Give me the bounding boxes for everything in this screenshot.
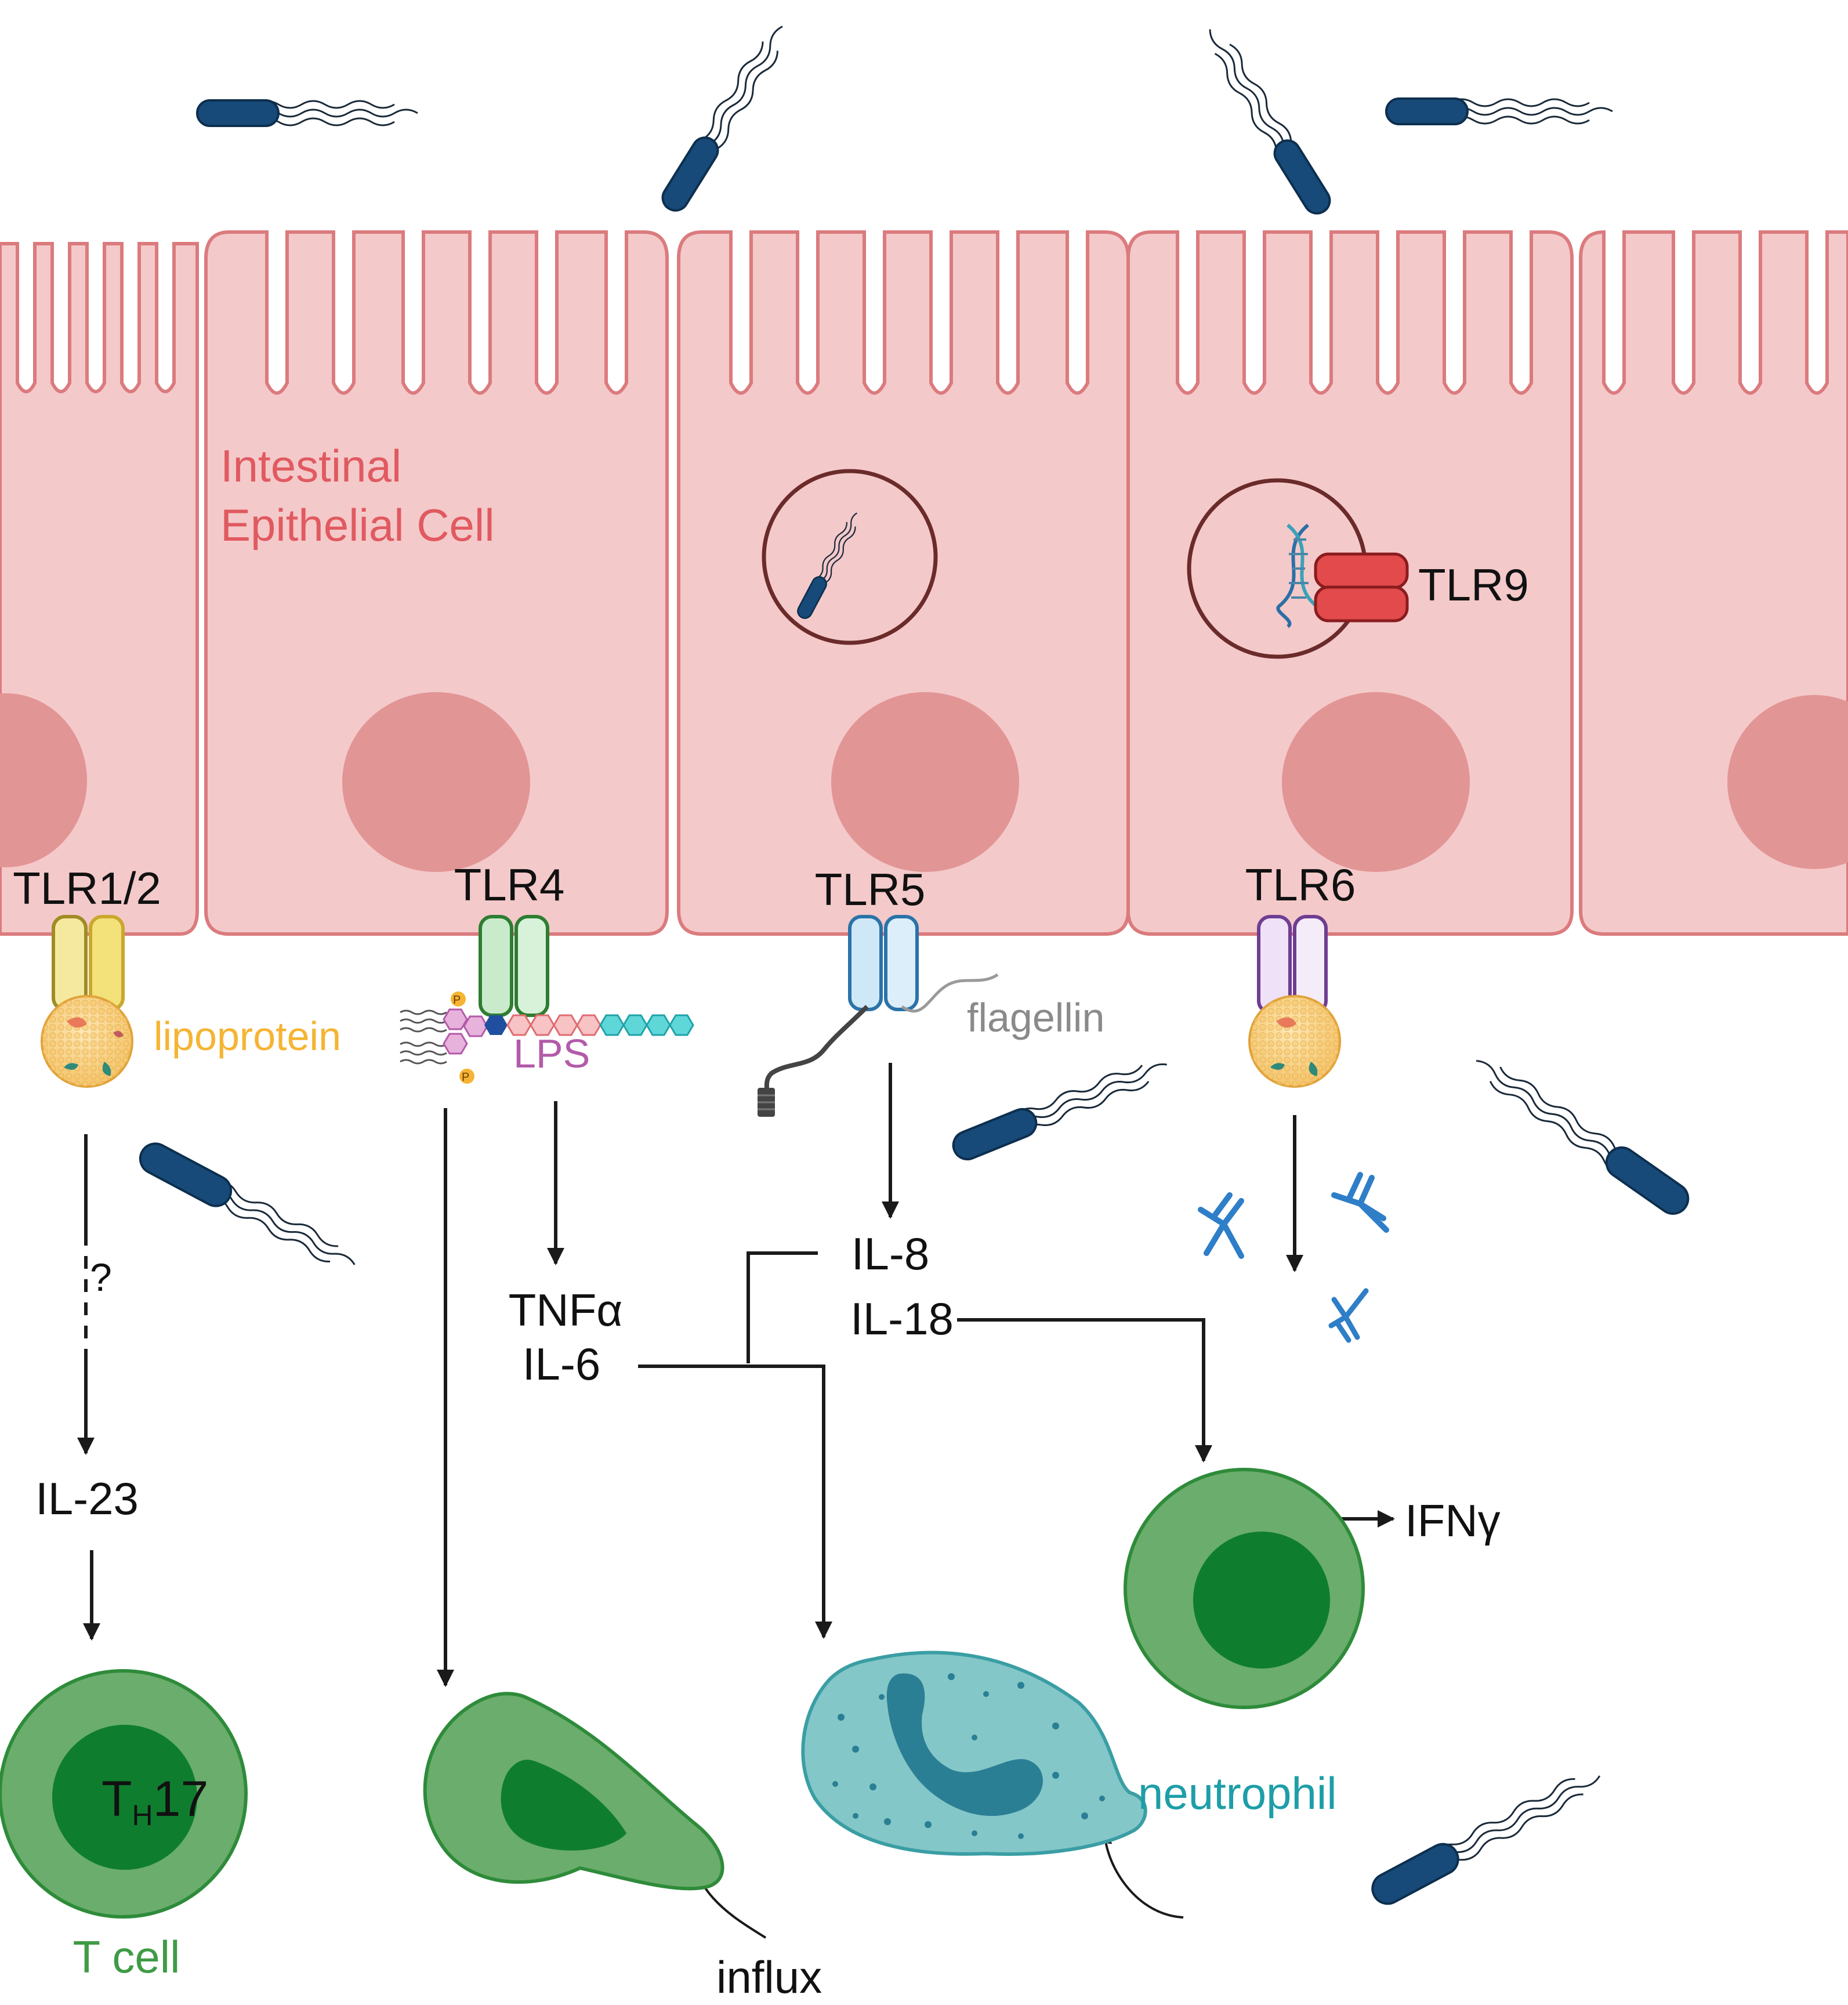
cell-nuclei: [0, 692, 1848, 872]
ifng-label: IFNγ: [1405, 1495, 1501, 1546]
bacterium-icon: [661, 26, 783, 212]
bacterium-icon: [139, 1142, 356, 1265]
nucleus: [342, 692, 530, 872]
lipoprotein-label: lipoprotein: [154, 1014, 341, 1059]
nucleus: [0, 693, 87, 867]
antibody-icon: [1328, 1288, 1369, 1343]
epithelial-layer: [0, 230, 1848, 936]
th17-label: TH17: [102, 1771, 208, 1832]
flagellin-molecule: [758, 973, 999, 1117]
lipoprotein-icon: [41, 995, 133, 1088]
bacterium-icon: [1476, 1060, 1690, 1215]
bacterium-icon: [797, 512, 858, 619]
cell-title-line2: Epithelial Cell: [220, 500, 495, 551]
tlr9-label: TLR9: [1418, 559, 1529, 610]
tlr4-label: TLR4: [454, 859, 565, 910]
epithelial-cell-2: [204, 230, 669, 936]
antibody-icon: [1198, 1192, 1244, 1259]
influx-label: influx: [716, 1952, 822, 2003]
bacterium-icon: [1209, 29, 1331, 215]
phosphate-label: P: [453, 994, 461, 1007]
tlr6-label: TLR6: [1245, 859, 1356, 910]
il23-label: IL-23: [35, 1473, 139, 1524]
il6-label: IL-6: [523, 1338, 600, 1389]
nucleus: [1727, 695, 1848, 869]
phosphate-label: P: [462, 1071, 469, 1084]
neutrophil-label: neutrophil: [1138, 1768, 1337, 1819]
antibody-icon: [1331, 1172, 1389, 1233]
bacterium-icon: [1371, 1775, 1601, 1905]
bacterium-icon: [196, 99, 418, 127]
neutrophil-cell: [801, 1651, 1147, 1856]
tlr5-receptor: [848, 915, 919, 1011]
dna-icon: [1276, 523, 1318, 628]
tlr12-receptor: [52, 915, 125, 1011]
nucleus: [831, 692, 1019, 872]
nucleus: [1282, 692, 1470, 872]
tlr5-label: TLR5: [815, 864, 926, 915]
t-cell: [0, 1669, 248, 1919]
bacterium-icon: [1385, 97, 1613, 125]
lps-molecule: [400, 991, 694, 1084]
macrophage-cell: [423, 1692, 724, 1891]
lipoprotein-icon: [1248, 995, 1341, 1088]
ifng-producing-cell: [1124, 1468, 1365, 1709]
tlr12-label: TLR1/2: [13, 863, 161, 914]
t-cell-label: T cell: [73, 1931, 180, 1982]
il18-label: IL-18: [850, 1293, 954, 1344]
signal-arrows: [77, 1063, 1395, 1939]
bacterium-icon: [952, 1063, 1167, 1161]
tlr4-receptor: [479, 915, 549, 1017]
tnfa-label: TNFα: [509, 1284, 623, 1336]
cell-title-line1: Intestinal: [220, 440, 401, 491]
lps-label: LPS: [513, 1031, 590, 1076]
endosome-bacterium: [762, 469, 938, 645]
tlr9-receptor: [1314, 552, 1409, 623]
question-mark-label: ?: [90, 1255, 112, 1300]
il8-label: IL-8: [851, 1228, 929, 1279]
flagellin-label: flagellin: [967, 995, 1104, 1040]
